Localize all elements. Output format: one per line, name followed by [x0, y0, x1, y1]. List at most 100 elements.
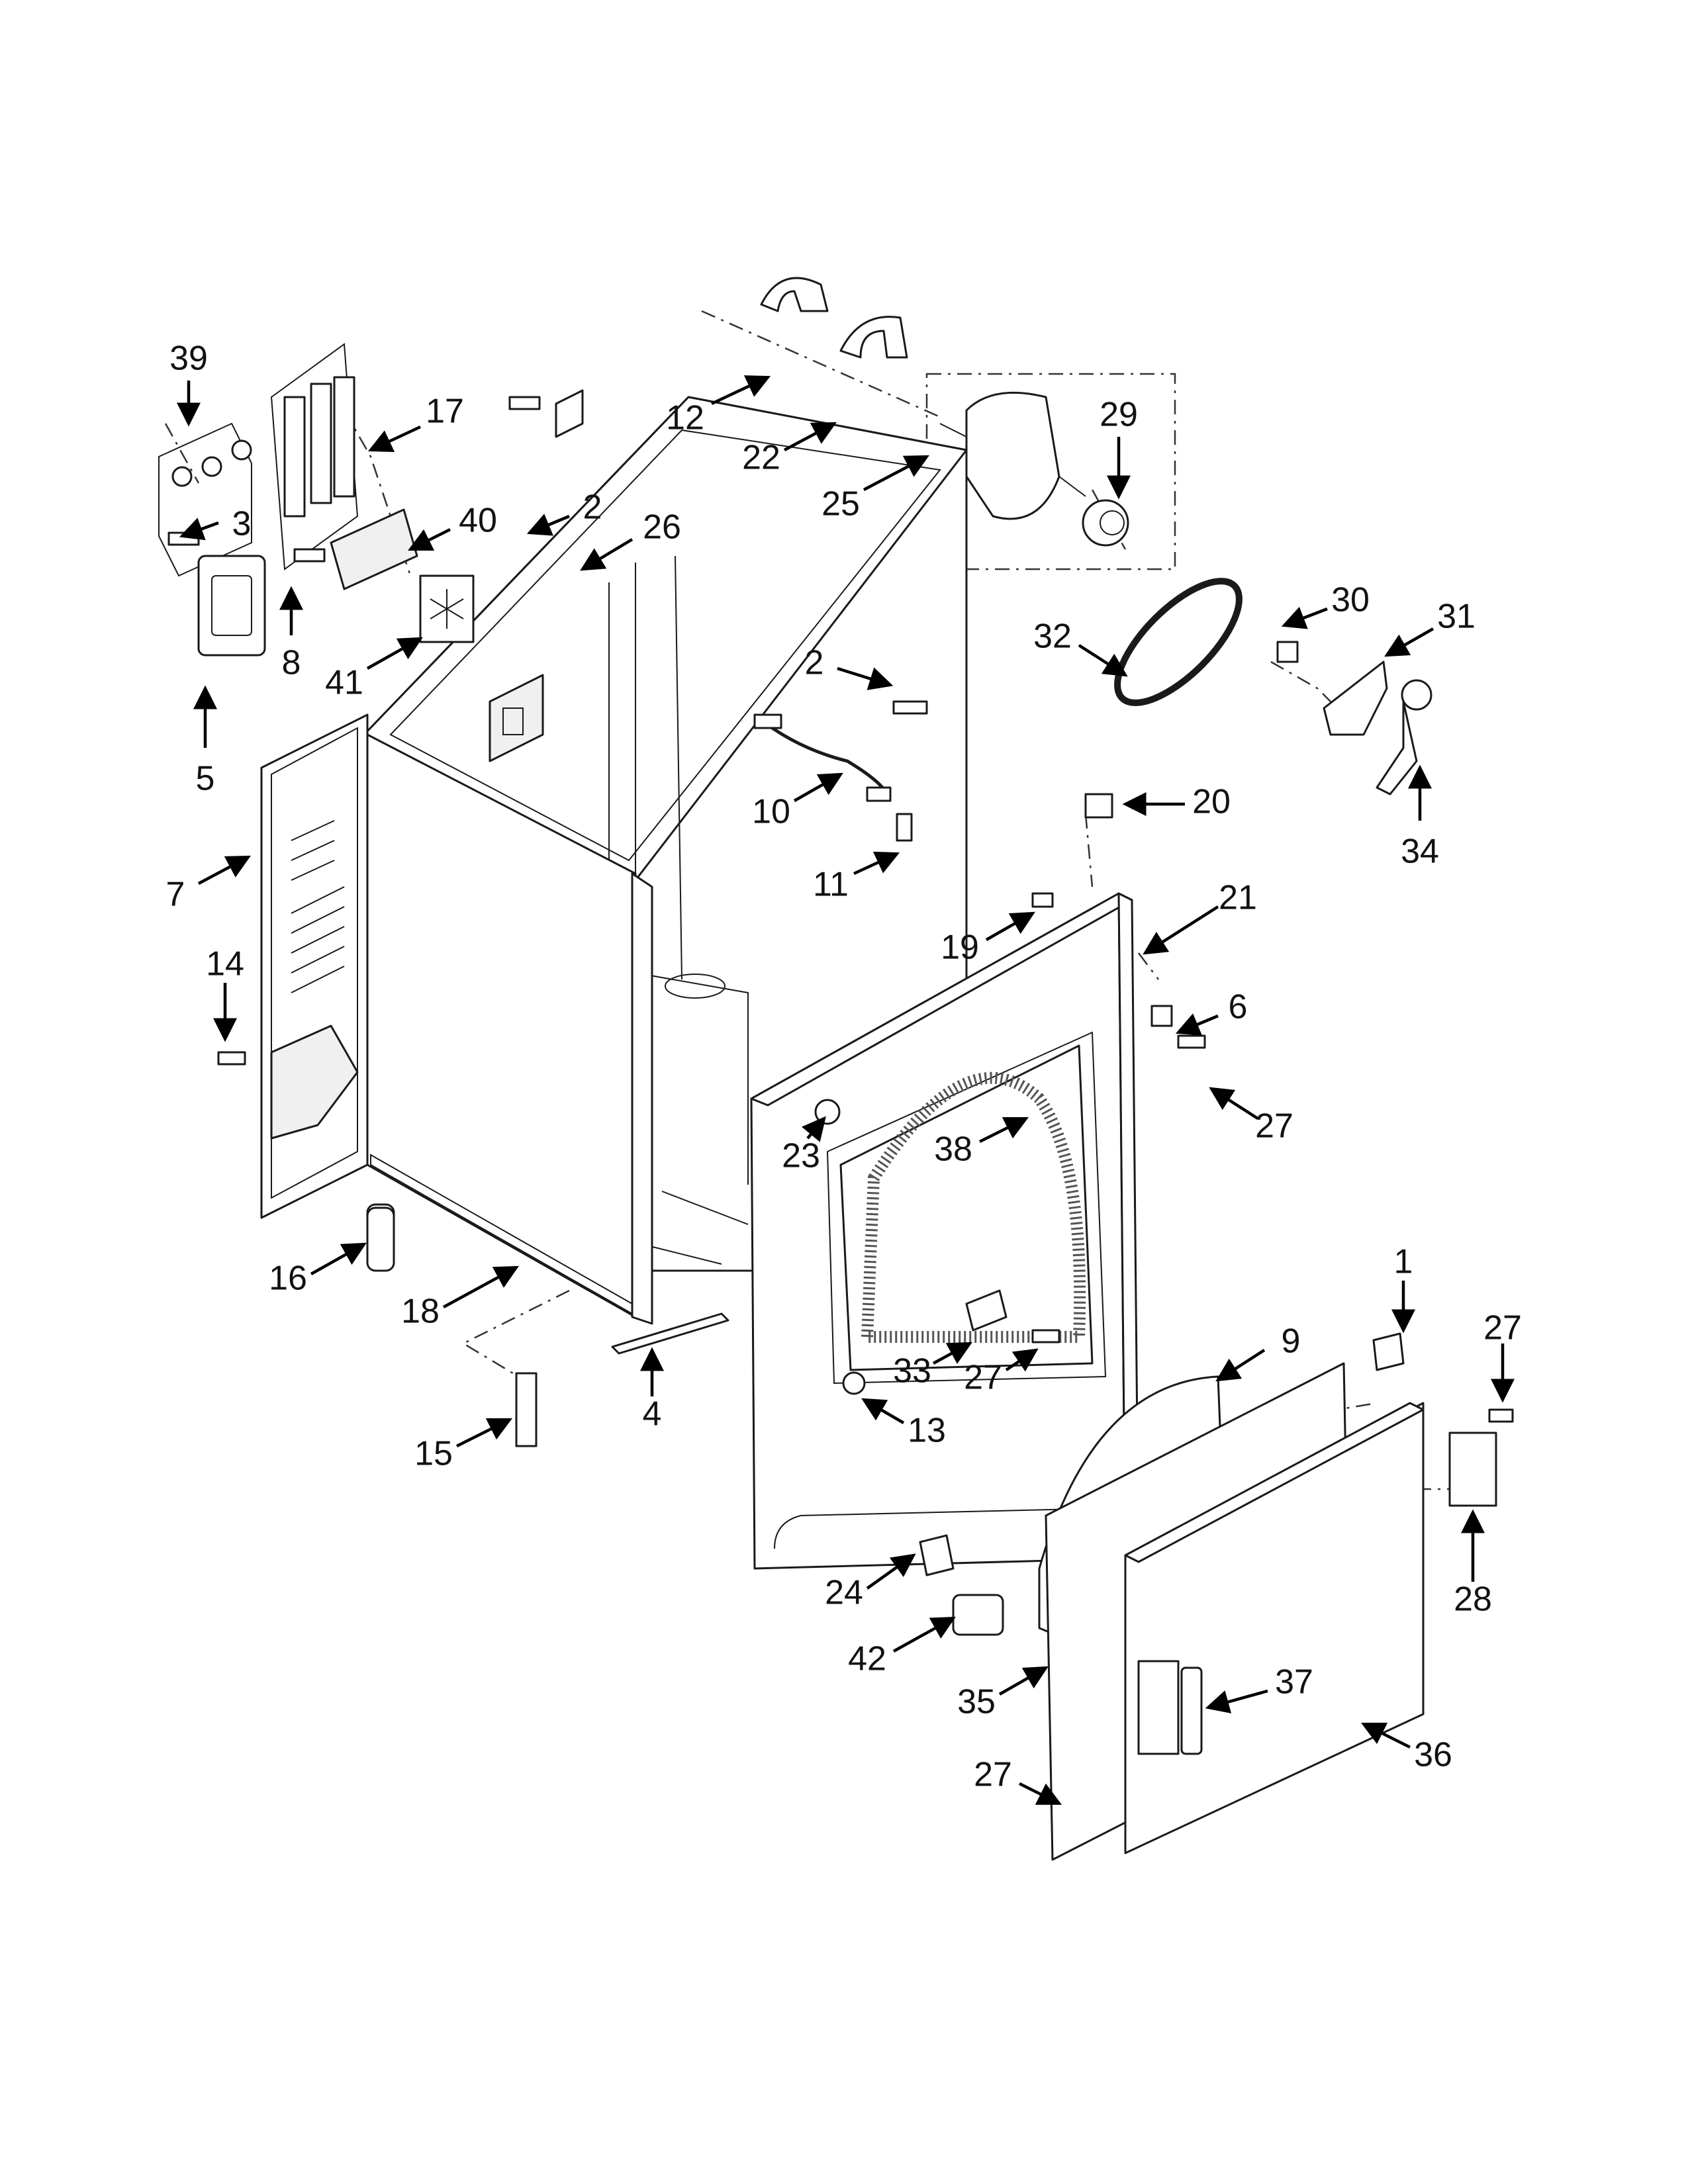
callout-label: 30: [1331, 581, 1370, 619]
callout-label: 42: [848, 1640, 886, 1678]
callout-label: 2: [805, 644, 824, 682]
callout-12: 12: [666, 375, 771, 437]
callout-label: 23: [782, 1137, 820, 1175]
door-assembly: [1038, 1362, 1425, 1861]
callout-16: 16: [269, 1242, 367, 1298]
callout-8: 8: [279, 586, 303, 682]
callout-2: 2: [526, 488, 602, 536]
callout-29: 29: [1100, 396, 1138, 500]
callout-arrow: [863, 455, 929, 491]
callout-31: 31: [1384, 598, 1476, 657]
idler-assembly: [1276, 641, 1432, 796]
callout-label: 40: [459, 502, 497, 540]
callout-label: 35: [957, 1683, 996, 1721]
callout-arrow: [580, 538, 633, 571]
callout-arrow: [1384, 627, 1434, 657]
callout-arrow: [853, 851, 900, 876]
callout-arrow: [1281, 606, 1328, 629]
callout-label: 6: [1229, 988, 1248, 1026]
small-parts: [167, 389, 1514, 1813]
callout-label: 32: [1033, 617, 1072, 656]
callout-5: 5: [193, 685, 217, 798]
callout-arrow: [455, 1418, 513, 1448]
callout-label: 41: [325, 664, 363, 702]
callout-24: 24: [825, 1553, 916, 1612]
callout-label: 15: [414, 1435, 453, 1473]
callout-arrow: [367, 425, 421, 452]
callout-4: 4: [640, 1347, 664, 1433]
callout-11: 11: [813, 851, 900, 904]
callout-label: 29: [1100, 396, 1138, 434]
callout-arrow: [711, 375, 771, 406]
callout-25: 25: [821, 455, 929, 523]
callout-arrow: [1018, 1782, 1062, 1805]
callout-7: 7: [166, 855, 251, 914]
callout-label: 16: [269, 1259, 307, 1298]
callout-label: 27: [1483, 1309, 1522, 1347]
callout-17: 17: [367, 392, 464, 452]
callout-28: 28: [1454, 1509, 1492, 1619]
callout-19: 19: [941, 911, 1035, 967]
callout-label: 14: [206, 945, 244, 983]
callout-label: 27: [974, 1756, 1012, 1794]
callout-label: 4: [643, 1395, 662, 1433]
callout-arrow: [1360, 1722, 1411, 1749]
callout-label: 8: [282, 644, 301, 682]
callout-label: 38: [934, 1130, 972, 1169]
callout-label: 5: [196, 760, 215, 798]
callout-38: 38: [934, 1116, 1029, 1169]
callout-arrow: [1078, 644, 1128, 677]
rear-panel: [260, 713, 369, 1219]
callout-33: 33: [893, 1342, 972, 1390]
callout-arrow: [366, 637, 423, 670]
callout-label: 11: [813, 866, 849, 904]
callout-label: 24: [825, 1574, 863, 1612]
callout-label: 36: [1414, 1736, 1452, 1774]
callout-arrow: [932, 1342, 972, 1365]
callout-21: 21: [1143, 879, 1257, 955]
callout-arrow: [407, 527, 451, 551]
callout-9: 9: [1215, 1322, 1300, 1382]
callout-arrow: [802, 1116, 826, 1142]
callout-arrow: [310, 1242, 367, 1275]
callout-42: 42: [848, 1616, 956, 1678]
callout-arrow: [892, 1616, 956, 1653]
callout-arrow: [861, 1398, 905, 1424]
callout-label: 33: [893, 1352, 931, 1390]
callout-label: 13: [908, 1412, 946, 1450]
callout-label: 3: [232, 505, 252, 543]
callout-label: 25: [821, 485, 860, 523]
callout-arrow: [985, 911, 1035, 941]
callout-10: 10: [752, 772, 843, 831]
callout-label: 27: [1255, 1107, 1293, 1146]
callout-40: 40: [407, 502, 497, 551]
callout-arrow: [1005, 1348, 1039, 1372]
callout-arrow: [179, 518, 219, 541]
callout-arrow: [978, 1116, 1029, 1144]
callout-label: 18: [401, 1293, 440, 1331]
callout-label: 2: [583, 488, 602, 527]
callout-arrow: [1143, 905, 1219, 955]
motor-assembly: [760, 277, 1129, 547]
callout-label: 20: [1192, 783, 1231, 821]
callout-arrow: [783, 422, 837, 451]
callout-23: 23: [782, 1116, 826, 1175]
callout-label: 31: [1437, 598, 1476, 636]
wire-harness: [753, 713, 889, 796]
callout-18: 18: [401, 1265, 519, 1331]
callout-14: 14: [206, 945, 244, 1042]
callout-label: 39: [169, 340, 208, 378]
callout-34: 34: [1401, 764, 1439, 871]
callout-37: 37: [1205, 1663, 1313, 1713]
callout-arrow: [1215, 1349, 1266, 1382]
terminal-block-area: [158, 343, 475, 657]
callout-label: 10: [752, 793, 790, 831]
callout-26: 26: [580, 508, 681, 571]
callout-label: 27: [964, 1359, 1002, 1397]
callout-35: 35: [957, 1666, 1049, 1721]
callout-arrow: [526, 514, 570, 536]
callout-27: 27: [964, 1348, 1039, 1397]
callout-6: 6: [1175, 988, 1248, 1036]
